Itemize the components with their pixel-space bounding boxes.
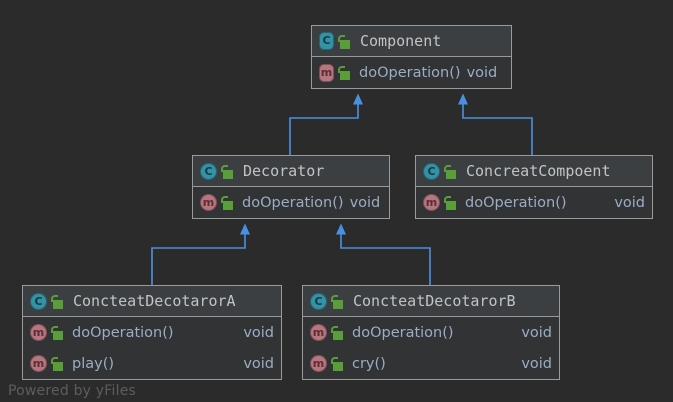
- edge-concreatcompoent-to-component: [458, 93, 533, 155]
- class-header: C ConcreatCompoent: [416, 156, 652, 187]
- method-icon: m: [30, 324, 47, 341]
- edge-decorator-to-component: [289, 93, 363, 155]
- members-compartment: m doOperation() void m play() void: [23, 317, 281, 379]
- uml-class-concteatdecotarorb[interactable]: C ConcteatDecotarorB m doOperation() voi…: [302, 285, 560, 380]
- unlocked-padlock-icon: [51, 325, 64, 340]
- unlocked-padlock-icon: [331, 356, 344, 371]
- method-icon: m: [310, 324, 327, 341]
- method-icon: m: [319, 63, 334, 82]
- member-name: play(): [72, 355, 115, 372]
- class-name: ConcteatDecotarorA: [73, 292, 236, 310]
- unlocked-padlock-icon: [221, 164, 234, 179]
- class-header: C Component: [312, 26, 511, 57]
- unlocked-padlock-icon: [331, 325, 344, 340]
- member-name: doOperation(): [359, 64, 461, 81]
- unlocked-padlock-icon: [51, 294, 64, 309]
- class-name: ConcreatCompoent: [466, 162, 611, 180]
- edge-decoratorb-to-decorator: [336, 223, 431, 285]
- member-name: doOperation(): [465, 194, 567, 211]
- class-icon: C: [200, 162, 217, 180]
- class-name: Decorator: [243, 162, 325, 180]
- unlocked-padlock-icon: [331, 294, 344, 309]
- member-name: cry(): [352, 355, 386, 372]
- member-type: void: [243, 355, 274, 372]
- member-type: void: [521, 355, 552, 372]
- member-name: doOperation(): [242, 194, 344, 211]
- class-name: ConcteatDecotarorB: [353, 292, 516, 310]
- member-row[interactable]: m doOperation() void: [303, 317, 559, 348]
- member-type: void: [349, 194, 381, 211]
- class-icon: C: [423, 162, 440, 180]
- method-icon: m: [310, 355, 327, 372]
- method-icon: m: [200, 194, 217, 211]
- members-compartment: m doOperation() void m cry() void: [303, 317, 559, 379]
- member-row[interactable]: m doOperation() void: [23, 317, 281, 348]
- unlocked-padlock-icon: [51, 356, 64, 371]
- uml-class-decorator[interactable]: C Decorator m doOperation() void: [192, 155, 390, 219]
- member-type: void: [243, 324, 274, 341]
- member-type: void: [614, 194, 645, 211]
- member-row[interactable]: m doOperation() void: [193, 187, 389, 218]
- unlocked-padlock-icon: [338, 65, 351, 80]
- class-icon: C: [30, 292, 47, 310]
- member-name: doOperation(): [72, 324, 174, 341]
- class-header: C ConcteatDecotarorB: [303, 286, 559, 317]
- yfiles-watermark: Powered by yFiles: [8, 383, 136, 399]
- member-row[interactable]: m doOperation() void: [416, 187, 652, 218]
- class-header: C Decorator: [193, 156, 389, 187]
- class-header: C ConcteatDecotarorA: [23, 286, 281, 317]
- unlocked-padlock-icon: [444, 164, 457, 179]
- uml-class-component[interactable]: C Component m doOperation() void: [311, 25, 512, 89]
- uml-class-concteatdecotarora[interactable]: C ConcteatDecotarorA m doOperation() voi…: [22, 285, 282, 380]
- member-name: doOperation(): [352, 324, 454, 341]
- members-compartment: m doOperation() void: [193, 187, 389, 218]
- unlocked-padlock-icon: [221, 195, 234, 210]
- member-type: void: [521, 324, 552, 341]
- edge-decoratora-to-decorator: [151, 223, 250, 285]
- class-icon: C: [319, 32, 334, 50]
- unlocked-padlock-icon: [338, 34, 351, 49]
- member-type: void: [466, 64, 498, 81]
- members-compartment: m doOperation() void: [416, 187, 652, 218]
- unlocked-padlock-icon: [444, 195, 457, 210]
- method-icon: m: [30, 355, 47, 372]
- members-compartment: m doOperation() void: [312, 57, 511, 88]
- class-icon: C: [310, 292, 327, 310]
- member-row[interactable]: m play() void: [23, 348, 281, 379]
- method-icon: m: [423, 194, 440, 211]
- member-row[interactable]: m cry() void: [303, 348, 559, 379]
- uml-class-concreatcompoent[interactable]: C ConcreatCompoent m doOperation() void: [415, 155, 653, 219]
- member-row[interactable]: m doOperation() void: [312, 57, 511, 88]
- class-name: Component: [360, 32, 442, 50]
